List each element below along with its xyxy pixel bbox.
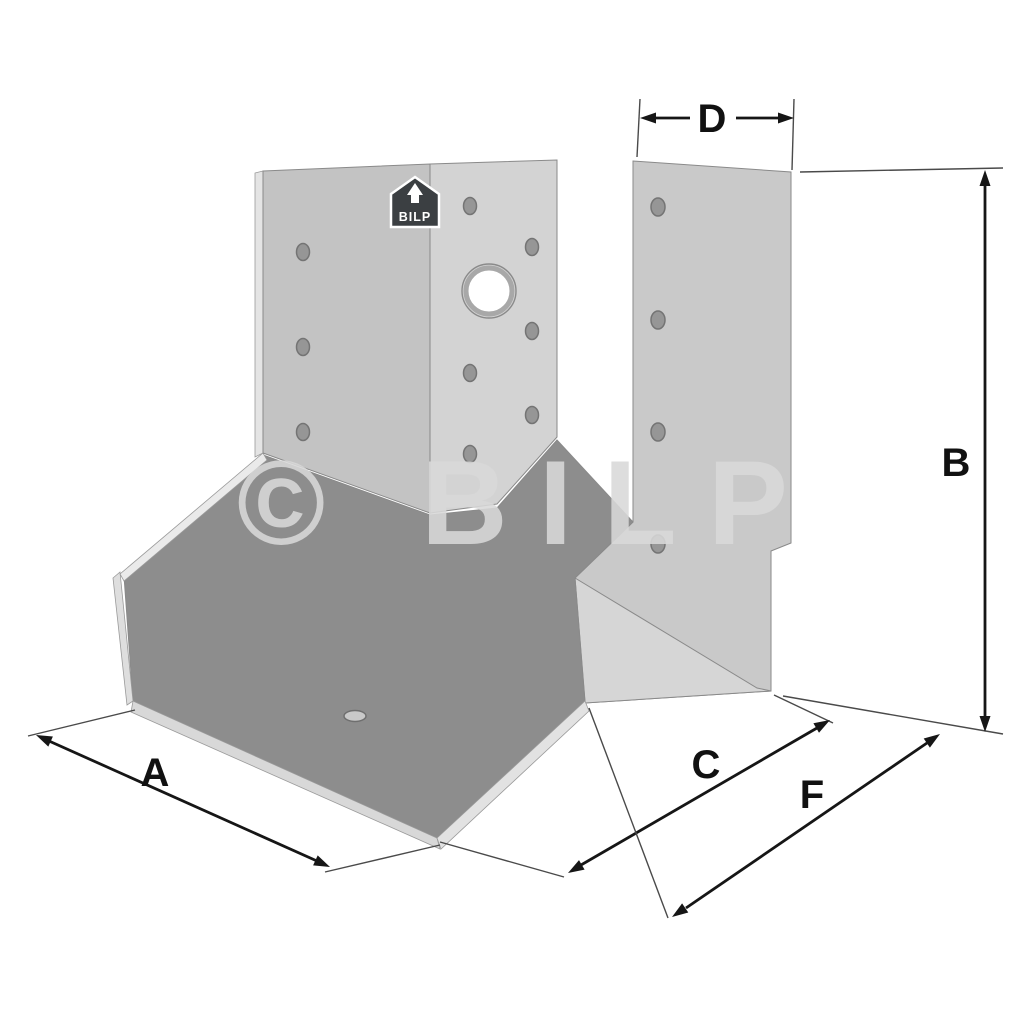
dimension-a-line [48, 739, 318, 863]
nail-hole [524, 237, 540, 257]
dimension-d-extension-right [791, 98, 795, 171]
nail-hole [650, 422, 666, 442]
left-plate-left-edge-face [254, 170, 264, 458]
dimension-f: F [588, 707, 940, 919]
badge-label: BILP [399, 210, 431, 224]
nail-hole [462, 444, 478, 464]
arrowhead-down-icon [979, 716, 991, 732]
right-plate-assembly [574, 160, 792, 704]
arrowhead-up-icon [979, 170, 991, 186]
dimension-c-line [580, 726, 818, 867]
watermark: © BILP [237, 436, 819, 570]
dimension-b-extension-top [799, 167, 1004, 173]
dimension-c: C [439, 694, 834, 878]
seat-left-edge-face [112, 571, 134, 706]
dimension-a: A [27, 709, 441, 873]
arrowhead-right-icon [923, 734, 940, 748]
bolt-hole [463, 265, 515, 317]
arrowhead-right-icon [778, 112, 794, 124]
nail-hole [524, 321, 540, 341]
dimension-d-label: D [698, 97, 727, 141]
nail-hole [295, 337, 311, 357]
dimension-c-extension-right [773, 694, 834, 724]
dimension-c-label: C [692, 743, 721, 787]
up-arrow-icon [407, 183, 423, 203]
arrowhead-left-icon [640, 112, 656, 124]
nail-hole [462, 363, 478, 383]
bolt-hole-rim [461, 263, 517, 319]
dimension-b-label: B [942, 441, 971, 485]
nail-hole [524, 405, 540, 425]
nail-hole [650, 310, 666, 330]
arrowhead-left-icon [36, 735, 53, 747]
arrowhead-left-icon [568, 860, 585, 873]
base-hole [343, 709, 367, 723]
dimension-a-extension-left [27, 709, 136, 737]
dimension-d-extension-left [636, 98, 641, 158]
dimension-b-extension-bottom [782, 695, 1004, 735]
bilp-badge: BILP [389, 175, 441, 229]
left-plate-assembly [119, 159, 558, 582]
nail-hole [462, 196, 478, 216]
dimension-f-line [685, 741, 928, 910]
dimension-b: B [782, 167, 1004, 735]
seat-front-left-edge-face [130, 700, 441, 850]
dimension-f-extension-left [588, 707, 669, 919]
nail-hole [295, 422, 311, 442]
nail-hole [650, 197, 666, 217]
dimension-f-label: F [800, 773, 824, 817]
dimension-a-extension-right [324, 844, 441, 873]
dimension-a-label: A [141, 751, 170, 795]
dimension-d: D [636, 97, 795, 171]
nail-hole [295, 242, 311, 262]
arrowhead-left-icon [672, 903, 689, 917]
arrowhead-right-icon [813, 720, 830, 733]
dimension-c-extension-left [439, 841, 565, 878]
arrowhead-right-icon [313, 855, 330, 867]
left-plate-bevel-edge [119, 452, 268, 582]
nail-hole [650, 534, 666, 554]
seat-assembly [112, 439, 634, 850]
